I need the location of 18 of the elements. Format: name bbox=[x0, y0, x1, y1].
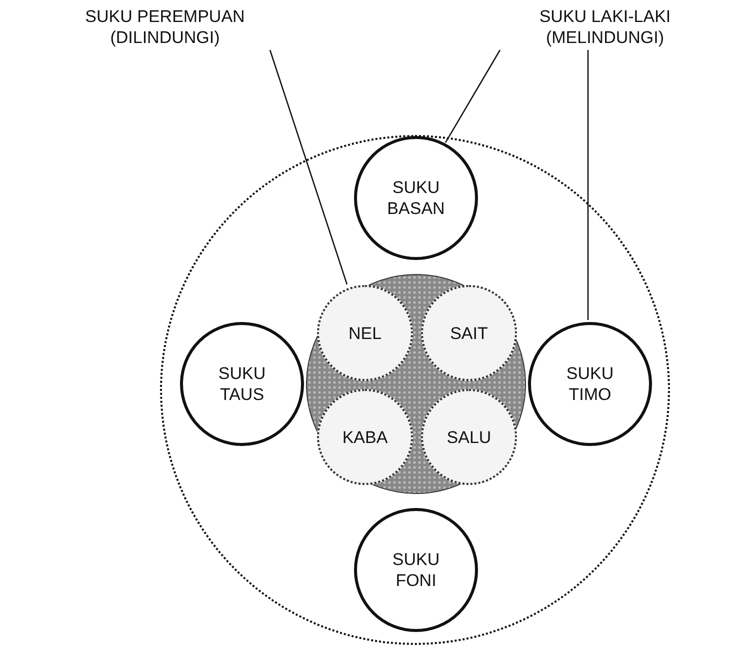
clan-name: NEL bbox=[347, 322, 383, 344]
dashed-circle bbox=[160, 135, 670, 645]
clan-name: SALU bbox=[446, 426, 492, 448]
clan-name: SUKU BASAN bbox=[386, 177, 446, 219]
clan-name: SUKU FONI bbox=[391, 549, 441, 591]
annotation-label: SUKU LAKI-LAKI (MELINDUNGI) bbox=[480, 6, 730, 48]
subclan-circle bbox=[317, 389, 413, 485]
clan-name: KABA bbox=[341, 426, 389, 448]
leader-line bbox=[269, 50, 348, 285]
annotation-label: SUKU PEREMPUAN (DILINDUNGI) bbox=[40, 6, 290, 48]
subclan-circle bbox=[421, 285, 517, 381]
clan-name: SUKU TIMO bbox=[565, 363, 615, 405]
clan-name: SUKU TAUS bbox=[217, 363, 267, 405]
leader-line bbox=[444, 50, 501, 143]
subclan-circle bbox=[317, 285, 413, 381]
subclan-circle bbox=[421, 389, 517, 485]
leader-line bbox=[587, 50, 589, 320]
clan-name: SAIT bbox=[449, 322, 489, 344]
